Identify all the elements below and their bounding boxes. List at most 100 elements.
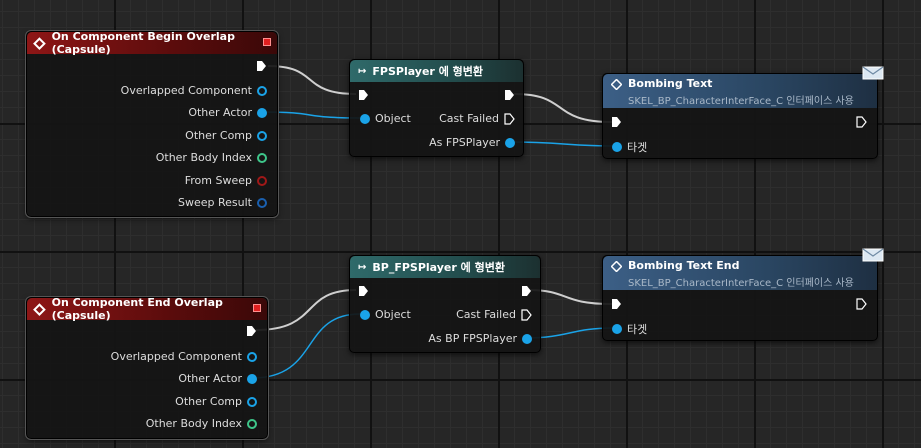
bombing-text-end-header[interactable]: Bombing Text End SKEL_BP_CharacterInterF… xyxy=(603,256,877,290)
cast-fpsplayer-header[interactable]: ↦ FPSPlayer 에 형변환 xyxy=(350,60,523,82)
object-wire-actor-to-cast2[interactable] xyxy=(251,313,361,379)
cast1-exec-out[interactable] xyxy=(504,89,515,101)
delegate-pin-icon[interactable] xyxy=(253,304,261,312)
exec-out-pin-icon[interactable] xyxy=(856,116,867,128)
pin-label: Other Body Index xyxy=(155,151,252,164)
object-pin-icon[interactable] xyxy=(612,142,622,152)
cast-arrow-icon: ↦ xyxy=(358,261,367,273)
pin-label: Cast Failed xyxy=(456,308,516,321)
bombingend-target-pin[interactable]: 타겟 xyxy=(612,321,647,337)
exec-in-pin-icon[interactable] xyxy=(611,298,622,310)
pin-other-comp[interactable]: Other Comp xyxy=(175,395,257,408)
cast-fpsplayer-title: FPSPlayer 에 형변환 xyxy=(372,65,484,78)
object-pin-icon[interactable] xyxy=(247,373,257,384)
bombing-text-end-node[interactable]: Bombing Text End SKEL_BP_CharacterInterF… xyxy=(602,255,878,341)
exec-wire-begin-to-cast1[interactable] xyxy=(267,65,357,95)
object-pin-icon[interactable] xyxy=(247,351,257,362)
pin-label: Overlapped Component xyxy=(120,84,252,97)
cast1-exec-in[interactable] xyxy=(358,89,369,101)
delegate-pin-icon[interactable] xyxy=(263,38,271,46)
pin-label: From Sweep xyxy=(184,174,252,187)
struct-pin-icon[interactable] xyxy=(257,197,267,208)
int-pin-icon[interactable] xyxy=(247,418,257,429)
pin-label: 타겟 xyxy=(627,323,648,336)
begin-overlap-title: On Component Begin Overlap (Capsule) xyxy=(51,30,235,56)
end-overlap-header[interactable]: On Component End Overlap (Capsule) xyxy=(27,296,267,322)
object-pin-icon[interactable] xyxy=(612,324,622,334)
bombing-text-title: Bombing Text xyxy=(628,77,713,90)
cast-bp-fpsplayer-node[interactable]: ↦ BP_FPSPlayer 에 형변환 Object Cast Failed … xyxy=(349,255,541,353)
pin-overlapped-component[interactable]: Overlapped Component xyxy=(121,84,267,97)
cast-fpsplayer-node[interactable]: ↦ FPSPlayer 에 형변환 Object Cast Failed As … xyxy=(349,59,524,157)
cast1-as-pin[interactable]: As FPSPlayer xyxy=(429,136,515,149)
bombing-target-pin[interactable]: 타겟 xyxy=(612,139,647,155)
begin-overlap-event-node[interactable]: On Component Begin Overlap (Capsule) Ove… xyxy=(25,30,279,218)
pin-label: Other Actor xyxy=(178,372,242,385)
bombingend-exec-in[interactable] xyxy=(611,298,622,310)
object-pin-icon[interactable] xyxy=(257,107,267,118)
pin-label: Other Comp xyxy=(175,395,242,408)
pin-other-body-index[interactable]: Other Body Index xyxy=(146,417,257,430)
pin-label: 타겟 xyxy=(627,141,648,154)
pin-from-sweep[interactable]: From Sweep xyxy=(185,174,267,187)
object-pin-icon[interactable] xyxy=(257,85,267,96)
bombing-text-end-subtitle: SKEL_BP_CharacterInterFace_C 인터페이스 사용 xyxy=(628,278,854,289)
exec-out-pin-icon[interactable] xyxy=(521,308,532,321)
cast1-cast-failed-pin[interactable]: Cast Failed xyxy=(439,112,515,125)
bombing-text-end-title: Bombing Text End xyxy=(628,259,740,272)
pin-other-actor[interactable]: Other Actor xyxy=(178,372,257,385)
bombing-text-node[interactable]: Bombing Text SKEL_BP_CharacterInterFace_… xyxy=(602,73,878,159)
pin-label: Object xyxy=(375,308,411,321)
cast2-cast-failed-pin[interactable]: Cast Failed xyxy=(456,308,532,321)
pin-sweep-result[interactable]: Sweep Result xyxy=(178,196,267,209)
event-diamond-icon xyxy=(33,302,46,316)
exec-out-pin-icon[interactable] xyxy=(504,89,515,101)
object-pin-icon[interactable] xyxy=(257,130,267,141)
object-pin-icon[interactable] xyxy=(505,137,515,148)
exec-wire-end-to-cast2[interactable] xyxy=(255,289,357,331)
bombing-exec-out[interactable] xyxy=(856,116,867,128)
object-pin-icon[interactable] xyxy=(360,113,370,124)
cast2-exec-in[interactable] xyxy=(358,285,369,297)
exec-out-pin-icon[interactable] xyxy=(246,325,257,337)
exec-in-pin-icon[interactable] xyxy=(611,116,622,128)
cast-bp-fpsplayer-header[interactable]: ↦ BP_FPSPlayer 에 형변환 xyxy=(350,256,540,278)
exec-out-pin-icon[interactable] xyxy=(256,60,267,72)
exec-out-pin-icon[interactable] xyxy=(504,112,515,125)
end-overlap-event-node[interactable]: On Component End Overlap (Capsule) Overl… xyxy=(25,296,269,440)
pin-overlapped-component[interactable]: Overlapped Component xyxy=(111,350,257,363)
cast2-as-pin[interactable]: As BP FPSPlayer xyxy=(428,332,532,345)
object-pin-icon[interactable] xyxy=(522,333,532,344)
bombingend-exec-out[interactable] xyxy=(856,298,867,310)
cast1-object-pin[interactable]: Object xyxy=(360,112,411,125)
message-envelope-icon xyxy=(862,248,884,262)
pin-other-body-index[interactable]: Other Body Index xyxy=(156,151,267,164)
begin-overlap-header[interactable]: On Component Begin Overlap (Capsule) xyxy=(27,30,277,56)
begin-exec-out[interactable] xyxy=(256,60,267,72)
bombing-text-header[interactable]: Bombing Text SKEL_BP_CharacterInterFace_… xyxy=(603,74,877,108)
bool-pin-icon[interactable] xyxy=(257,175,267,186)
exec-in-pin-icon[interactable] xyxy=(358,89,369,101)
int-pin-icon[interactable] xyxy=(257,152,267,163)
cast2-object-pin[interactable]: Object xyxy=(360,308,411,321)
object-wire-cast1-to-bombing[interactable] xyxy=(509,141,615,147)
pin-other-actor[interactable]: Other Actor xyxy=(188,106,267,119)
event-diamond-icon xyxy=(33,36,46,50)
pin-label: Cast Failed xyxy=(439,112,499,125)
cast2-exec-out[interactable] xyxy=(521,285,532,297)
exec-in-pin-icon[interactable] xyxy=(358,285,369,297)
cast-arrow-icon: ↦ xyxy=(358,65,367,77)
bombing-exec-in[interactable] xyxy=(611,116,622,128)
exec-out-pin-icon[interactable] xyxy=(521,285,532,297)
cast-bp-fpsplayer-title: BP_FPSPlayer 에 형변환 xyxy=(372,261,505,274)
object-pin-icon[interactable] xyxy=(360,309,370,320)
pin-label: Sweep Result xyxy=(178,196,252,209)
pin-label: Object xyxy=(375,112,411,125)
exec-wire-cast1-to-bombing[interactable] xyxy=(513,93,613,123)
exec-out-pin-icon[interactable] xyxy=(856,298,867,310)
end-exec-out[interactable] xyxy=(246,325,257,337)
pin-label: Other Actor xyxy=(188,106,252,119)
end-overlap-title: On Component End Overlap (Capsule) xyxy=(51,296,223,322)
object-pin-icon[interactable] xyxy=(247,396,257,407)
pin-other-comp[interactable]: Other Comp xyxy=(185,129,267,142)
